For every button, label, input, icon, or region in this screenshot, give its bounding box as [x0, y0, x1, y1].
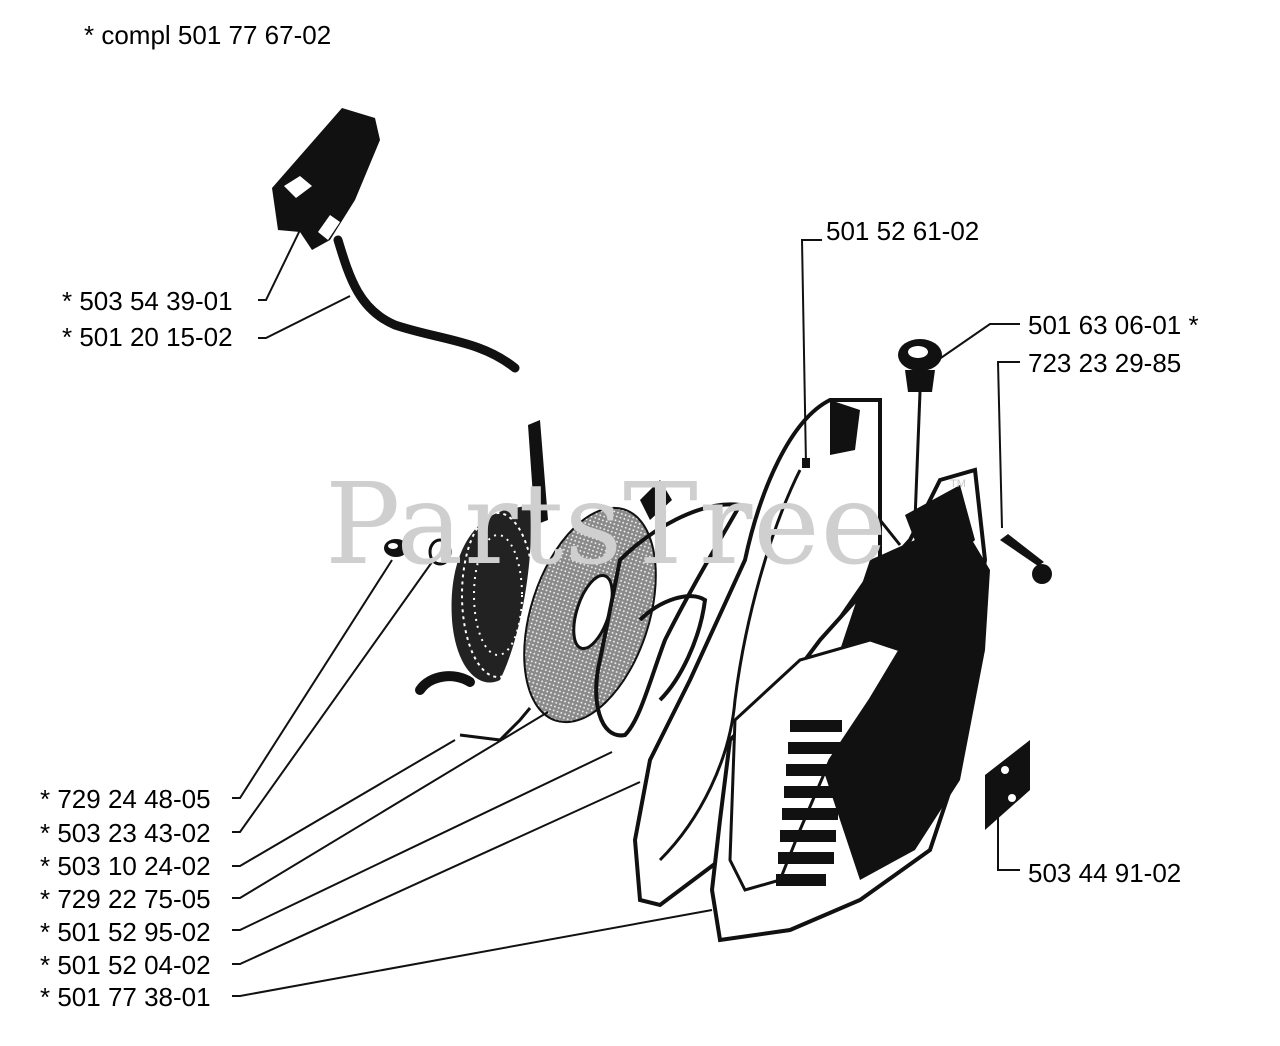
part-label-501-52-61-02: 501 52 61-02 — [826, 216, 980, 246]
gasket-plate — [985, 740, 1030, 830]
cover-vents — [776, 720, 842, 886]
starter-cover — [709, 467, 990, 943]
rope-pulley — [523, 480, 672, 724]
part-label-503-10-24-02: * 503 10 24-02 — [40, 851, 211, 881]
part-label-501-52-04-02: * 501 52 04-02 — [40, 950, 211, 980]
leader-lines — [232, 229, 1020, 997]
part-label-501-77-38-01: * 501 77 38-01 — [40, 982, 211, 1012]
bushing-cap — [898, 339, 942, 392]
part-label-503-54-39-01: * 503 54 39-01 — [62, 286, 233, 316]
screw-right — [1000, 534, 1052, 584]
starter-hub — [459, 502, 744, 742]
starter-handle — [272, 108, 380, 250]
part-label-729-22-75-05: * 729 22 75-05 — [40, 884, 211, 914]
part-label-503-44-91-02: 503 44 91-02 — [1028, 858, 1182, 888]
spring-housing — [415, 420, 548, 695]
watermark-tm: TM — [950, 478, 966, 490]
part-label-723-23-29-85: 723 23 29-85 — [1028, 348, 1182, 378]
watermark: PartsTree — [325, 460, 888, 590]
part-label-501-63-06-01: 501 63 06-01 * — [1028, 310, 1199, 340]
starter-rope — [333, 235, 520, 373]
assembly-label: * compl 501 77 67-02 — [84, 20, 332, 50]
washer — [428, 538, 452, 566]
screw-left — [384, 539, 408, 557]
part-label-501-20-15-02: * 501 20 15-02 — [62, 322, 233, 352]
starter-backplate — [632, 398, 882, 908]
part-label-503-23-43-02: * 503 23 43-02 — [40, 818, 211, 848]
part-label-501-52-95-02: * 501 52 95-02 — [40, 917, 211, 947]
part-label-729-24-48-05: * 729 24 48-05 — [40, 784, 211, 814]
